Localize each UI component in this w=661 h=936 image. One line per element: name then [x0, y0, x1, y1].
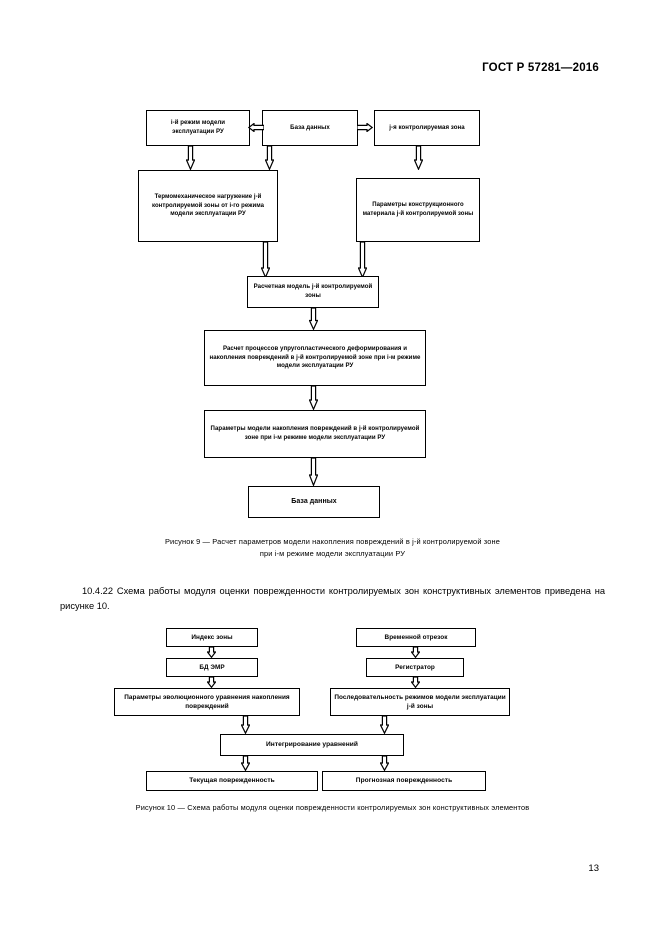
- arrow-timeslice-down-icon: [411, 647, 420, 658]
- arrow-integration-right-down-icon: [380, 756, 389, 771]
- box-current-damage: Текущая поврежденность: [146, 771, 318, 791]
- arrow-damage-down-icon: [309, 458, 318, 486]
- box-database-bottom: База данных: [248, 486, 380, 518]
- arrow-registrator-down-icon: [411, 677, 420, 688]
- arrow-db-to-zone-icon: [357, 123, 373, 132]
- box-zone-index: Индекс зоны: [166, 628, 258, 647]
- figure-10-caption: Рисунок 10 — Схема работы модуля оценки …: [40, 802, 625, 814]
- box-thermomechanical-loading: Термомеханическое нагружение j-й контрол…: [138, 170, 278, 242]
- figure-10-caption-line1: Рисунок 10 — Схема работы модуля оценки …: [135, 803, 530, 812]
- box-mode-ru: i-й режим модели эксплуатации РУ: [146, 110, 250, 146]
- arrow-dbemr-down-icon: [207, 677, 216, 688]
- arrow-material-down-icon: [358, 242, 367, 278]
- arrow-evolution-down-icon: [241, 716, 250, 734]
- arrow-calcprocess-down-icon: [309, 386, 318, 410]
- figure-9-caption-line1: Рисунок 9 — Расчет параметров модели нак…: [164, 537, 501, 546]
- arrow-zoneindex-down-icon: [207, 647, 216, 658]
- paragraph-text: Схема работы модуля оценки поврежденност…: [60, 586, 606, 612]
- document-header: ГОСТ Р 57281—2016: [482, 62, 599, 74]
- box-equation-integration: Интегрирование уравнений: [220, 734, 404, 756]
- arrow-db-down-left-icon: [265, 146, 274, 170]
- figure-9-caption-line2: при i-м режиме модели эксплуатации РУ: [259, 548, 406, 558]
- box-registrator: Регистратор: [366, 658, 464, 677]
- arrow-thermomech-down-icon: [261, 242, 270, 278]
- arrow-sequence-down-icon: [380, 716, 389, 734]
- arrow-zone-down-icon: [414, 146, 423, 170]
- box-mode-sequence: Последовательность режимов модели эксплу…: [330, 688, 510, 716]
- figure-9-caption: Рисунок 9 — Расчет параметров модели нак…: [60, 536, 605, 560]
- arrow-db-to-mode-icon: [248, 123, 264, 132]
- box-material-parameters: Параметры конструкционного материала j-й…: [356, 178, 480, 242]
- paragraph-number: 10.4.22: [82, 586, 114, 596]
- arrow-calcmodel-down-icon: [309, 308, 318, 330]
- box-db-emr: БД ЭМР: [166, 658, 258, 677]
- box-database-top: База данных: [262, 110, 358, 146]
- arrow-mode-down-icon: [186, 146, 195, 170]
- box-evolution-equation-parameters: Параметры эволюционного уравнения накопл…: [114, 688, 300, 716]
- box-zone-j: j-я контролируемая зона: [374, 110, 480, 146]
- arrow-integration-left-down-icon: [241, 756, 250, 771]
- box-calculation-model: Расчетная модель j-й контролируемой зоны: [247, 276, 379, 308]
- paragraph-10-4-22: 10.4.22 Схема работы модуля оценки повре…: [60, 584, 605, 615]
- box-calculation-process: Расчет процессов упругопластического деф…: [204, 330, 426, 386]
- page-number: 13: [588, 863, 599, 874]
- box-damage-model-parameters: Параметры модели накопления повреждений …: [204, 410, 426, 458]
- box-time-slice: Временной отрезок: [356, 628, 476, 647]
- box-forecast-damage: Прогнозная поврежденность: [322, 771, 486, 791]
